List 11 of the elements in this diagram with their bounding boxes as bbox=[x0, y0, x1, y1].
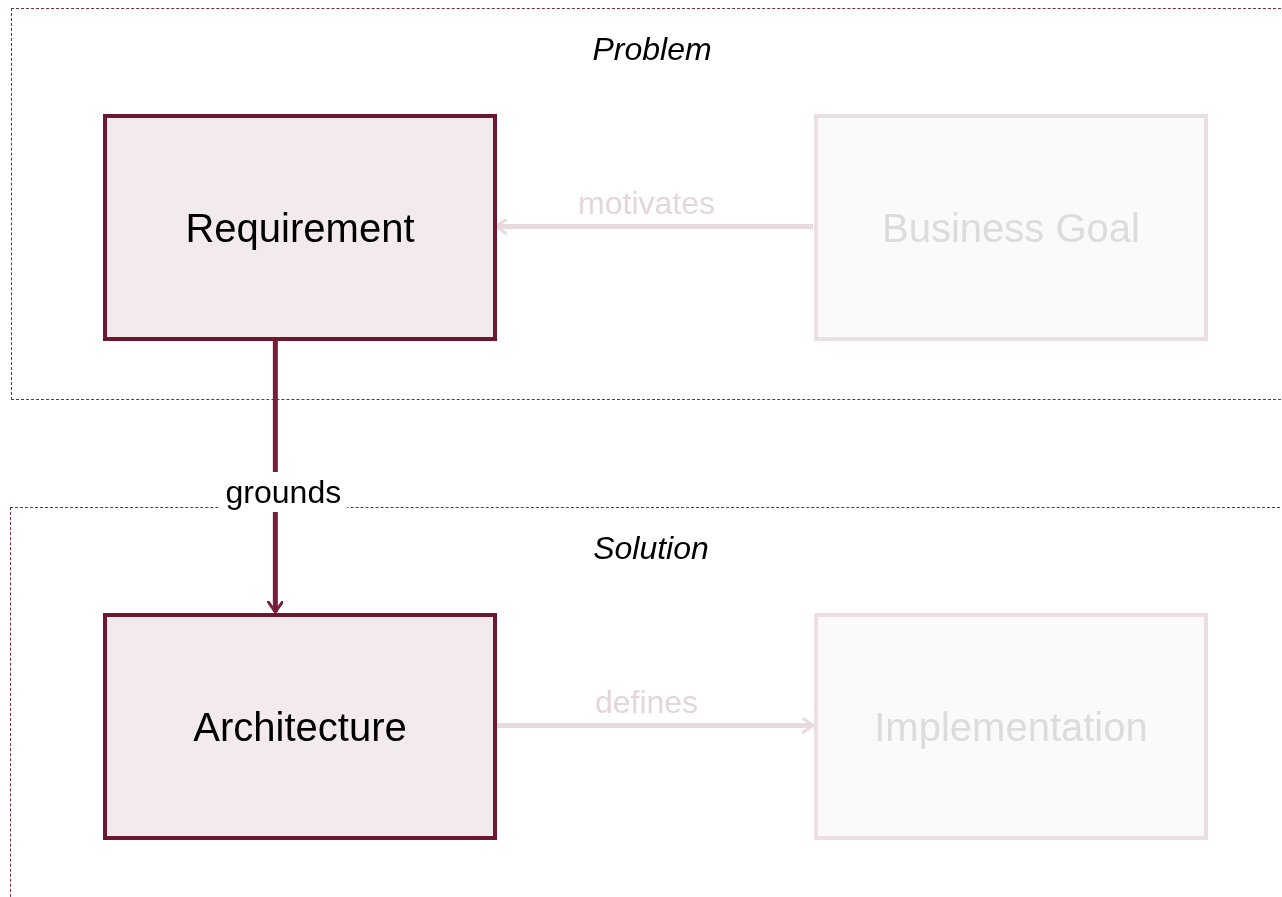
process-box bbox=[103, 613, 497, 840]
group-title: Solution bbox=[592, 529, 710, 568]
process-box bbox=[103, 114, 497, 341]
process-box bbox=[814, 114, 1208, 341]
box-label: Requirement bbox=[185, 204, 415, 252]
group-title: Problem bbox=[591, 30, 713, 69]
box-label: Architecture bbox=[193, 703, 407, 751]
group-frame bbox=[11, 8, 1282, 400]
arrow bbox=[496, 717, 815, 734]
process-box bbox=[814, 613, 1208, 840]
edge-label: grounds bbox=[219, 472, 348, 512]
